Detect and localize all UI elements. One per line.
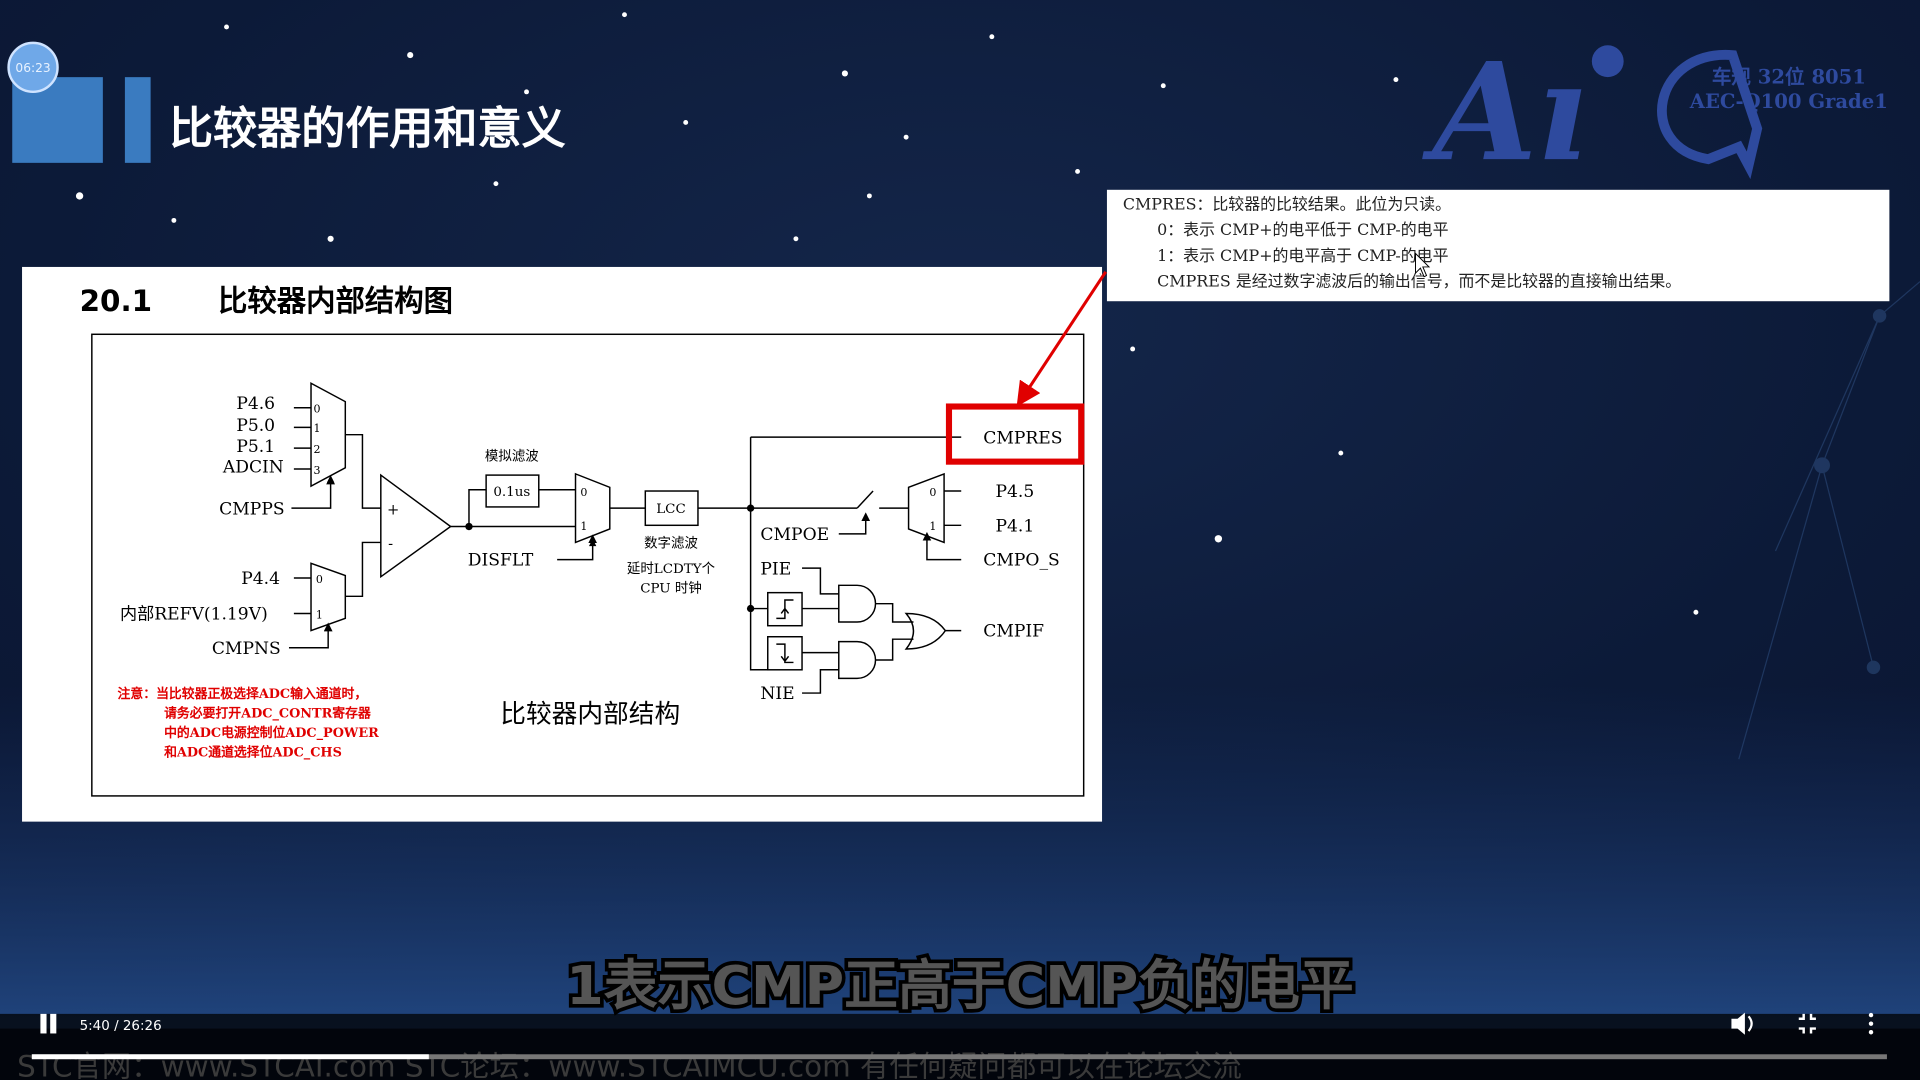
star-field xyxy=(34,12,1699,737)
more-options-button[interactable] xyxy=(1868,1012,1874,1035)
subtitle: 1表示CMP正高于CMP负的电平 xyxy=(566,954,1353,1017)
svg-text:ı: ı xyxy=(1537,33,1588,191)
exit-fullscreen-icon xyxy=(1798,1013,1816,1034)
volume-button[interactable] xyxy=(1731,1012,1753,1035)
title-bar-icon xyxy=(124,77,151,163)
svg-text:P5.1: P5.1 xyxy=(236,437,275,457)
exit-fullscreen-button[interactable] xyxy=(1798,1013,1816,1034)
section-title: 比较器内部结构图 xyxy=(218,284,453,318)
svg-text:LCC: LCC xyxy=(656,502,686,517)
svg-text:CMPRES: CMPRES xyxy=(983,428,1062,448)
svg-text:CMPNS: CMPNS xyxy=(212,639,281,659)
svg-text:注意：当比较器正极选择ADC输入通道时，: 注意：当比较器正极选择ADC输入通道时， xyxy=(118,686,368,702)
structure-diagram-panel: 20.1 比较器内部结构图 xyxy=(22,266,1103,822)
svg-text:PIE: PIE xyxy=(760,559,791,579)
svg-text:CPU 时钟: CPU 时钟 xyxy=(640,580,702,597)
svg-text:-: - xyxy=(388,536,393,553)
svg-text:CMPO_S: CMPO_S xyxy=(983,551,1060,571)
svg-text:内部REFV(1.19V): 内部REFV(1.19V) xyxy=(120,605,268,625)
svg-text:请务必要打开ADC_CONTR寄存器: 请务必要打开ADC_CONTR寄存器 xyxy=(164,706,371,722)
svg-text:CMPRES 是经过数字滤波后的输出信号，而不是比较器的直接: CMPRES 是经过数字滤波后的输出信号，而不是比较器的直接输出结果。 xyxy=(1157,272,1681,291)
svg-text:P5.0: P5.0 xyxy=(236,416,275,436)
svg-text:和ADC通道选择位ADC_CHS: 和ADC通道选择位ADC_CHS xyxy=(164,745,342,761)
svg-text:0: 0 xyxy=(313,403,320,416)
svg-text:0: 0 xyxy=(580,486,587,499)
svg-text:0: 0 xyxy=(316,573,323,586)
cmpres-description-box: CMPRES：比较器的比较结果。此位为只读。 0：表示 CMP+的电平低于 CM… xyxy=(1106,189,1890,302)
pause-button[interactable] xyxy=(40,1013,57,1034)
logo-line2: AEC-Q100 Grade1 xyxy=(1689,90,1888,113)
timer-badge xyxy=(7,41,59,94)
callout-arrow xyxy=(1016,270,1107,407)
more-vert-icon xyxy=(1868,1012,1874,1018)
svg-text:中的ADC电源控制位ADC_POWER: 中的ADC电源控制位ADC_POWER xyxy=(164,725,379,741)
svg-text:P4.6: P4.6 xyxy=(236,394,275,414)
svg-text:A: A xyxy=(1422,33,1538,191)
section-number: 20.1 xyxy=(80,284,152,318)
progress-fill[interactable] xyxy=(31,1054,429,1060)
svg-text:0：表示 CMP+的电平低于 CMP-的电平: 0：表示 CMP+的电平低于 CMP-的电平 xyxy=(1157,220,1448,239)
svg-text:ADCIN: ADCIN xyxy=(222,458,284,478)
svg-text:1：表示 CMP+的电平高于 CMP-的电平: 1：表示 CMP+的电平高于 CMP-的电平 xyxy=(1157,246,1448,265)
svg-text:P4.1: P4.1 xyxy=(996,516,1035,536)
adc-note: 注意：当比较器正极选择ADC输入通道时， 请务必要打开ADC_CONTR寄存器 … xyxy=(118,686,380,761)
svg-text:3: 3 xyxy=(313,464,320,477)
svg-text:CMPPS: CMPPS xyxy=(219,499,284,519)
svg-text:CMPRES：比较器的比较结果。此位为只读。: CMPRES：比较器的比较结果。此位为只读。 xyxy=(1123,194,1451,213)
slide-title: 比较器的作用和意义 xyxy=(169,103,566,154)
svg-text:DISFLT: DISFLT xyxy=(468,551,534,571)
svg-text:CMPIF: CMPIF xyxy=(983,622,1044,642)
progress-track[interactable] xyxy=(31,1054,1887,1060)
svg-text:延时LCDTY个: 延时LCDTY个 xyxy=(627,561,716,577)
pause-icon xyxy=(40,1013,47,1034)
mouse-cursor-icon xyxy=(1415,252,1431,278)
aic-logo: A ı 车规 32位 8051 AEC-Q100 Grade1 xyxy=(1422,33,1888,191)
svg-text:P4.4: P4.4 xyxy=(241,569,280,589)
svg-text:2: 2 xyxy=(313,443,320,456)
cmpres-highlight-box xyxy=(945,403,1085,465)
svg-text:0: 0 xyxy=(929,486,936,499)
timer-badge-text: 06:23 xyxy=(15,61,50,75)
time-display: 5:40 / 26:26 xyxy=(80,1019,162,1034)
svg-text:NIE: NIE xyxy=(760,684,794,704)
volume-icon xyxy=(1731,1012,1745,1035)
watermark-text: STC官网：www.STCAI.com STC论坛：www.STCAIMCU.c… xyxy=(17,1049,1242,1080)
svg-text:数字滤波: 数字滤波 xyxy=(644,535,698,551)
network-lines xyxy=(1738,281,1920,760)
svg-text:1: 1 xyxy=(580,520,587,533)
svg-text:P4.5: P4.5 xyxy=(996,482,1035,502)
diagram-caption: 比较器内部结构 xyxy=(500,699,680,729)
svg-text:模拟滤波: 模拟滤波 xyxy=(485,448,539,464)
logo-line1: 车规 32位 8051 xyxy=(1712,65,1866,88)
svg-text:1: 1 xyxy=(313,422,320,435)
svg-text:CMPOE: CMPOE xyxy=(760,525,829,545)
svg-text:1: 1 xyxy=(316,608,323,621)
svg-text:0.1us: 0.1us xyxy=(493,485,530,500)
svg-text:+: + xyxy=(387,501,399,518)
svg-text:1: 1 xyxy=(929,520,936,533)
